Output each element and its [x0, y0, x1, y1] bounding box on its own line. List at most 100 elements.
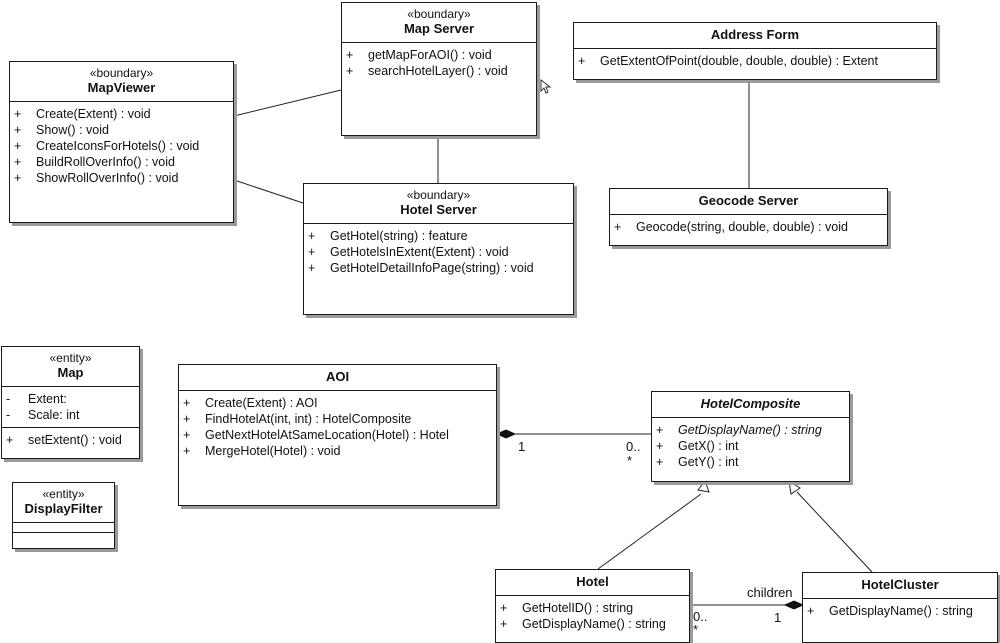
visibility-marker: +	[346, 48, 354, 62]
class-name: Address Form	[710, 27, 800, 42]
operation-text: FindHotelAt(int, int) : HotelComposite	[205, 412, 412, 426]
assoc-mapviewer-mapserver	[233, 89, 342, 117]
visibility-marker: +	[500, 601, 508, 615]
attributes-compartment	[13, 523, 114, 533]
visibility-marker: -	[6, 392, 11, 406]
class-name: Map Server	[403, 21, 475, 36]
class-header: «entity»Map	[2, 347, 139, 387]
operation-row: + GetNextHotelAtSameLocation(Hotel) : Hot…	[179, 427, 496, 443]
operation-row: + GetX() : int	[652, 438, 849, 454]
operation-row: + GetDisplayName() : string	[496, 616, 689, 632]
visibility-marker: +	[308, 245, 316, 259]
class-hotel[interactable]: Hotel + GetHotelID() : string + GetDisplayNa…	[495, 569, 690, 643]
operation-text: GetHotel(string) : feature	[330, 229, 468, 243]
operation-row: +GetDisplayName() : string	[803, 603, 997, 619]
inheritance-arrow-icon	[788, 479, 801, 495]
operations-compartment: +Create(Extent) : void+Show() : void+Cre…	[10, 102, 233, 190]
operation-text: GetNextHotelAtSameLocation(Hotel) : Hote…	[205, 428, 449, 442]
inheritance-arrow-icon	[697, 479, 710, 493]
class-header: Geocode Server	[610, 189, 887, 215]
visibility-marker: +	[308, 229, 316, 243]
operations-compartment: + setExtent() : void	[2, 428, 139, 452]
operation-row: +Create(Extent) : void	[10, 106, 233, 122]
attribute-text: Extent:	[28, 392, 67, 406]
operation-row: +Geocode(string, double, double) : void	[610, 219, 887, 235]
operation-row: + getMapForAOI() : void	[342, 47, 536, 63]
operation-text: setExtent() : void	[28, 433, 122, 447]
operation-text: GetX() : int	[678, 439, 739, 453]
class-hotelcluster[interactable]: HotelCluster+GetDisplayName() : string	[802, 572, 998, 643]
operation-row: + Show() : void	[10, 122, 233, 138]
attributes-compartment: - Extent: - Scale: int	[2, 387, 139, 428]
operation-text: MergeHotel(Hotel) : void	[205, 444, 341, 458]
operations-compartment: + GetDisplayName() : string + GetX() : int+…	[652, 418, 849, 474]
operation-row: +GetY() : int	[652, 454, 849, 470]
class-mapviewer[interactable]: «boundary»MapViewer+Create(Extent) : voi…	[9, 61, 234, 223]
stereotype: «boundary»	[406, 188, 471, 202]
generalization-hotel	[597, 493, 702, 570]
visibility-marker: +	[6, 433, 14, 447]
visibility-marker: +	[807, 604, 815, 618]
class-name: AOI	[325, 369, 350, 384]
attribute-row: - Extent:	[2, 391, 139, 407]
visibility-marker: +	[656, 423, 664, 437]
class-aoi[interactable]: AOI+Create(Extent) : AOI+FindHotelAt(int…	[178, 364, 497, 506]
visibility-marker: +	[656, 439, 664, 453]
class-hotelcomposite[interactable]: HotelComposite + GetDisplayName() : string…	[651, 391, 850, 482]
multiplicity-hotelcomposite: 0..	[626, 439, 641, 454]
stereotype: «entity»	[49, 351, 92, 365]
operation-row: + GetHotel(string) : feature	[304, 228, 573, 244]
operations-compartment: +GetExtentOfPoint(double, double, double…	[574, 49, 936, 73]
operation-text: Create(Extent) : void	[36, 107, 151, 121]
multiplicity-hotel: 0..	[693, 609, 708, 624]
operation-text: Geocode(string, double, double) : void	[636, 220, 848, 234]
operation-text: GetY() : int	[678, 455, 739, 469]
class-map[interactable]: «entity»Map - Extent: - Scale: int + setExtent…	[1, 346, 140, 459]
class-header: «boundary»MapViewer	[10, 62, 233, 102]
class-header: Hotel	[496, 570, 689, 596]
operation-text: GetHotelID() : string	[522, 601, 634, 615]
attribute-text: Scale: int	[28, 408, 80, 422]
operation-text: Show() : void	[36, 123, 109, 137]
class-name: Map	[57, 365, 84, 380]
stereotype: «boundary»	[407, 7, 471, 21]
class-hotel-server[interactable]: «boundary»Hotel Server+GetHotel(string) …	[303, 183, 574, 315]
class-geocode-server[interactable]: Geocode Server +Geocode(string, double, d…	[609, 188, 888, 246]
operation-text: CreateIconsForHotels() : void	[36, 139, 200, 153]
operation-text: GetHotelsInExtent(Extent) : void	[330, 245, 509, 259]
visibility-marker: +	[183, 428, 191, 442]
visibility-marker: +	[14, 139, 22, 153]
visibility-marker: +	[578, 54, 586, 68]
assoc-mapviewer-hotelserver	[233, 179, 304, 204]
operation-row: +Create(Extent) : AOI	[179, 395, 496, 411]
operation-text: GetDisplayName() : string	[522, 617, 666, 631]
operation-row: + FindHotelAt(int, int) : HotelComposite	[179, 411, 496, 427]
generalization-hotelcluster	[796, 491, 873, 573]
visibility-marker: +	[183, 412, 191, 426]
operation-text: GetDisplayName() : string	[678, 423, 822, 437]
class-name: HotelComposite	[700, 396, 801, 411]
operation-row: + GetDisplayName() : string	[652, 422, 849, 438]
operation-text: getMapForAOI() : void	[368, 48, 492, 62]
role-children: children	[747, 585, 793, 600]
operation-text: searchHotelLayer() : void	[368, 64, 508, 78]
class-address-form[interactable]: Address Form +GetExtentOfPoint(double, do…	[573, 22, 937, 80]
operations-compartment: + GetHotel(string) : feature + GetHotelsInE…	[304, 224, 573, 280]
visibility-marker: -	[6, 408, 11, 422]
visibility-marker: +	[14, 123, 22, 137]
operation-row: + CreateIconsForHotels() : void	[10, 138, 233, 154]
visibility-marker: +	[346, 64, 354, 78]
visibility-marker: +	[500, 617, 508, 631]
visibility-marker: +	[14, 171, 22, 185]
class-header: Address Form	[574, 23, 936, 49]
class-name: MapViewer	[87, 80, 156, 95]
operation-row: + setExtent() : void	[2, 432, 139, 448]
class-map-server[interactable]: «boundary»Map Server + getMapForAOI() : vo…	[341, 2, 537, 136]
operation-text: Create(Extent) : AOI	[205, 396, 318, 410]
class-name: Geocode Server	[698, 193, 799, 208]
visibility-marker: +	[308, 261, 316, 275]
class-displayfilter[interactable]: «entity»DisplayFilter	[12, 482, 115, 549]
operation-row: +MergeHotel(Hotel) : void	[179, 443, 496, 459]
operations-compartment: +Geocode(string, double, double) : void	[610, 215, 887, 239]
